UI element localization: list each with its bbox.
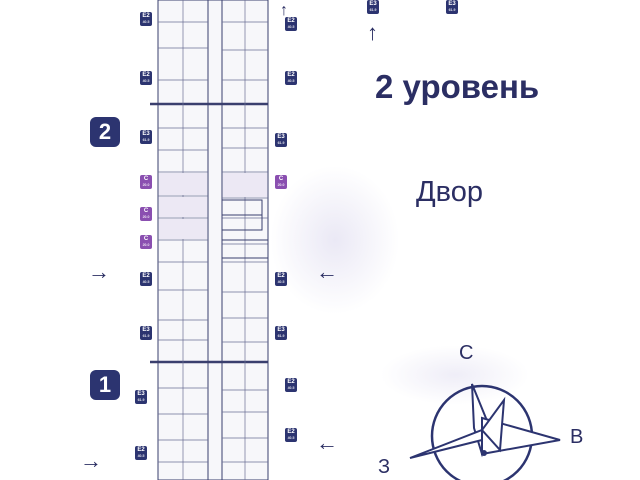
yard-label: Двор (416, 176, 483, 208)
entrance-arrow-up-icon: ↑ (280, 2, 288, 19)
entrance-arrow-right-icon: → (88, 259, 110, 284)
yard-area-highlight (270, 165, 400, 315)
entrance-arrow-left-icon: ← (316, 259, 338, 284)
stairwell (221, 199, 269, 259)
level-title: 2 уровень (375, 68, 540, 105)
compass-east-label: В (570, 426, 584, 448)
compass-west-label: З (378, 456, 391, 478)
compass-north-label: С (459, 342, 474, 364)
entrance-arrow-right-icon: → (80, 448, 102, 473)
level-badge-2[interactable]: 2 (90, 117, 120, 147)
entrance-arrow-left-icon: ← (316, 430, 338, 455)
entrance-arrow-up-icon: ↑ (367, 20, 378, 45)
level-badge-1[interactable]: 1 (90, 370, 120, 400)
studio-highlights (159, 173, 267, 239)
apartment-walls (158, 0, 268, 480)
